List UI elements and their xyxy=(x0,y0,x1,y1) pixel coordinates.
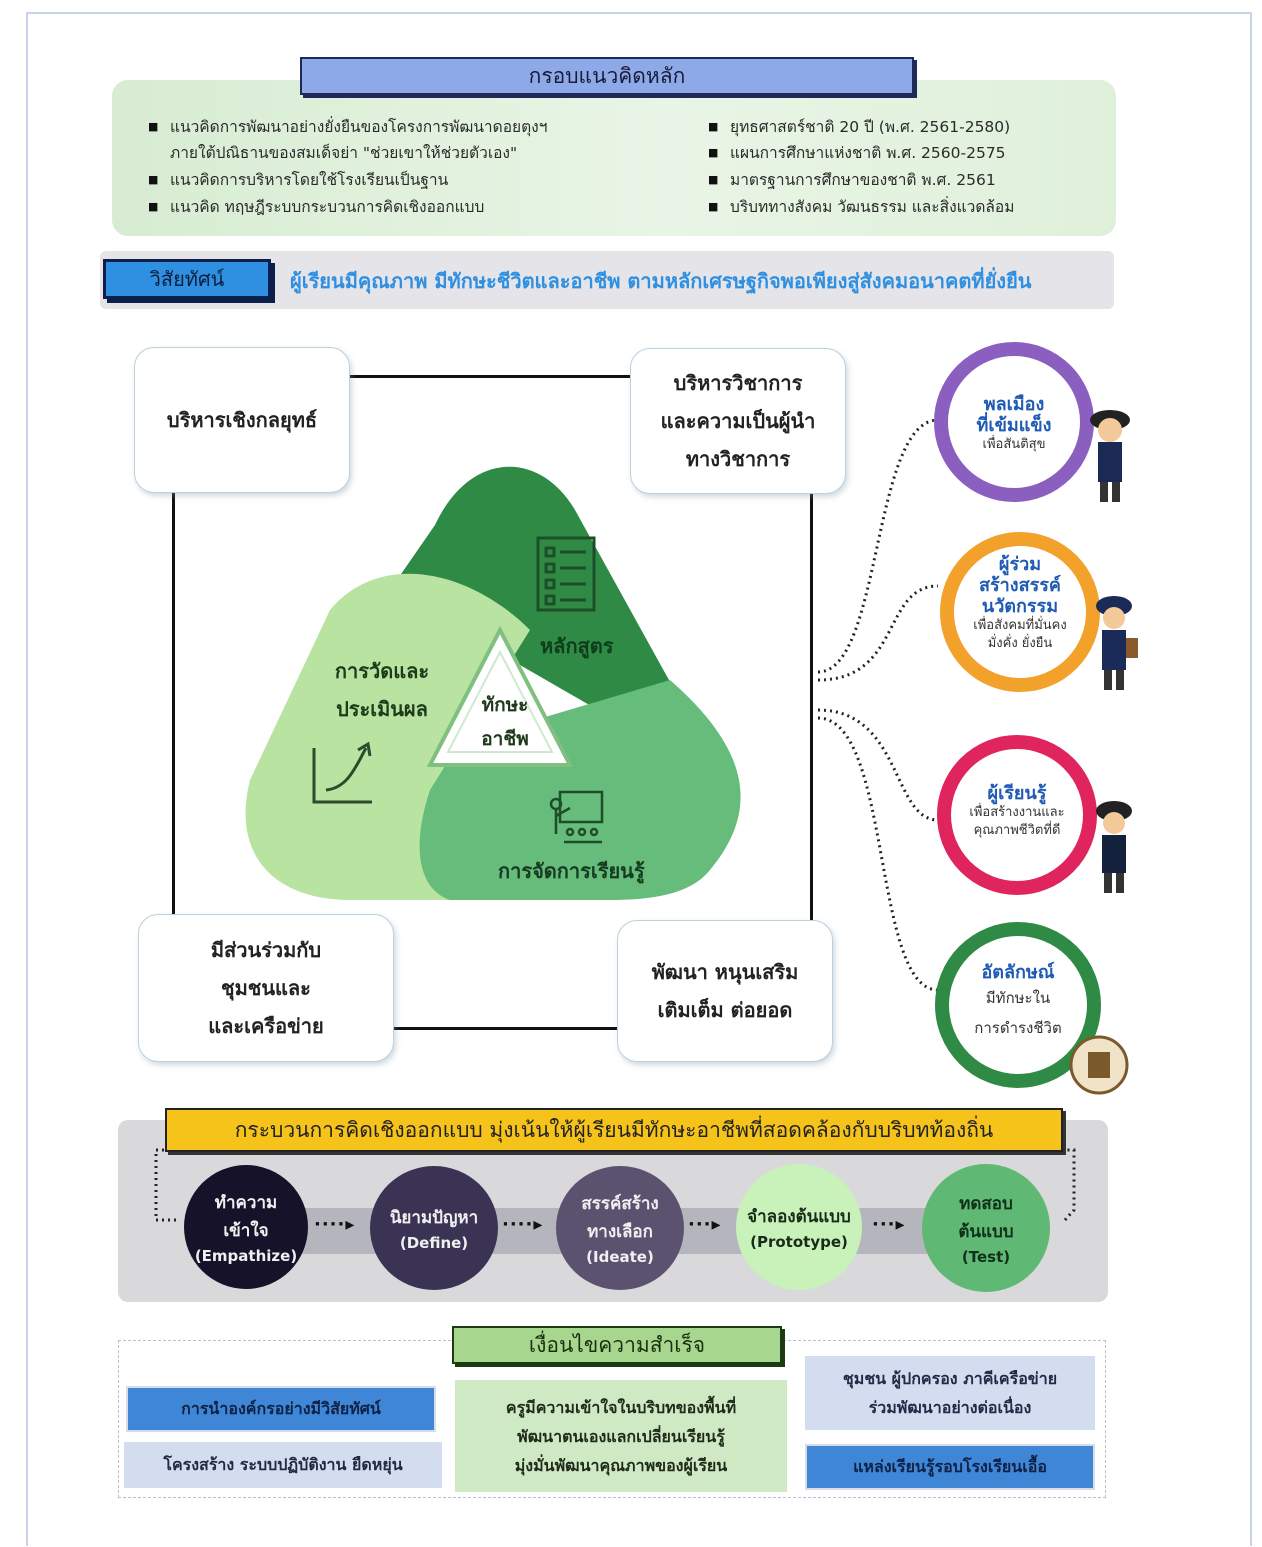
assessment-label: การวัดและ ประเมินผล xyxy=(334,659,430,721)
checklist-icon xyxy=(536,536,596,612)
design-thinking-loop xyxy=(154,1148,1076,1222)
framework-item: ยุทธศาสตร์ชาติ 20 ปี (พ.ศ. 2561-2580) xyxy=(708,114,1010,140)
framework-item: แนวคิดการพัฒนาอย่างยั่งยืนของโครงการพัฒน… xyxy=(148,114,547,140)
outcome-innovator-title: ผู้ร่วม สร้างสรรค์ นวัตกรรม xyxy=(979,554,1061,617)
step-ideate-th: สรรค์สร้าง ทางเลือก xyxy=(581,1194,659,1242)
outcome-learner-sub: เพื่อสร้างงานและ คุณภาพชีวิตที่ดี xyxy=(969,805,1065,838)
growth-chart-icon xyxy=(312,741,372,804)
step-define-en: (Define) xyxy=(399,1234,469,1252)
framework-item-continued: ภายใต้ปณิธานของสมเด็จย่า "ช่วยเขาให้ช่วย… xyxy=(170,144,518,162)
arrow-2-icon: ····▸ xyxy=(502,1214,544,1235)
vision-label: วิสัยทัศน์ xyxy=(103,259,271,299)
step-prototype-en: (Prototype) xyxy=(750,1233,848,1251)
step-test-th: ทดสอบ ต้นแบบ xyxy=(958,1194,1014,1242)
success-community: ชุมชน ผู้ปกครอง ภาคีเครือข่าย ร่วมพัฒนาอ… xyxy=(805,1356,1095,1430)
framework-item: แนวคิดการบริหารโดยใช้โรงเรียนเป็นฐาน xyxy=(148,167,448,193)
teacher-icon xyxy=(549,790,604,844)
community-participation-label: มีส่วนร่วมกับ ชุมชนและ และเครือข่าย xyxy=(208,938,324,1038)
center-label: ทักษะ อาชีพ xyxy=(481,694,529,750)
academic-management-box: บริหารวิชาการ และความเป็นผู้นำ ทางวิชากา… xyxy=(630,348,846,494)
step-ideate-en: (Ideate) xyxy=(586,1248,654,1266)
square-line-bottom xyxy=(172,1027,813,1030)
square-line-right xyxy=(810,375,813,1030)
outcome-identity-title: อัตลักษณ์ xyxy=(981,962,1055,983)
outcome-identity-sub: มีทักษะใน การดำรงชีวิต xyxy=(974,989,1062,1037)
arrow-3-icon: ···▸ xyxy=(688,1214,722,1235)
school-seal-icon xyxy=(1069,1035,1129,1095)
hilltribe-figure-icon xyxy=(1096,596,1138,690)
framework-item: แนวคิด ทฤษฎีระบบกระบวนการคิดเชิงออกแบบ xyxy=(148,194,484,220)
arrow-4-icon: ···▸ xyxy=(872,1214,906,1235)
strategic-management-box: บริหารเชิงกลยุทธ์ xyxy=(134,347,350,493)
page-frame xyxy=(26,12,1252,1546)
community-participation-box: มีส่วนร่วมกับ ชุมชนและ และเครือข่าย xyxy=(138,914,394,1062)
strategic-management-label: บริหารเชิงกลยุทธ์ xyxy=(166,408,318,432)
outcome-learner-title: ผู้เรียนรู้ xyxy=(987,783,1047,804)
student-figure-icon xyxy=(1090,410,1130,502)
success-teacher: ครูมีความเข้าใจในบริบทของพื้นที่ พัฒนาตน… xyxy=(455,1380,787,1492)
develop-support-label: พัฒนา หนุนเสริม เติมเต็ม ต่อยอด xyxy=(651,960,799,1022)
step-empathize-en: (Empathize) xyxy=(194,1247,298,1265)
step-prototype-th: จำลองต้นแบบ xyxy=(747,1207,851,1227)
square-line-left xyxy=(172,375,175,1030)
framework-title: กรอบแนวคิดหลัก xyxy=(300,57,914,95)
success-title: เงื่อนไขความสำเร็จ xyxy=(452,1326,782,1364)
arrow-1-icon: ····▸ xyxy=(314,1214,356,1235)
core-triangle xyxy=(245,466,741,900)
step-empathize-th: ทำความ เข้าใจ xyxy=(214,1193,278,1241)
outcome-connectors xyxy=(817,418,939,992)
learning-segment xyxy=(383,680,741,900)
step-ideate: สรรค์สร้าง ทางเลือก (Ideate) xyxy=(556,1166,684,1290)
outcome-innovator-sub: เพื่อสังคมที่มั่นคง มั่งคั่ง ยั่งยืน xyxy=(973,618,1067,651)
framework-item: แผนการศึกษาแห่งชาติ พ.ศ. 2560-2575 xyxy=(708,140,1006,166)
step-test-en: (Test) xyxy=(961,1248,1011,1266)
step-prototype: จำลองต้นแบบ (Prototype) xyxy=(736,1164,862,1290)
step-test: ทดสอบ ต้นแบบ (Test) xyxy=(922,1164,1050,1292)
success-structure: โครงสร้าง ระบบปฏิบัติงาน ยืดหยุ่น xyxy=(124,1442,442,1488)
framework-item: บริบททางสังคม วัฒนธรรม และสิ่งแวดล้อม xyxy=(708,194,1014,220)
outcome-innovator-circle: ผู้ร่วม สร้างสรรค์ นวัตกรรม เพื่อสังคมที… xyxy=(940,532,1100,692)
develop-support-box: พัฒนา หนุนเสริม เติมเต็ม ต่อยอด xyxy=(617,920,833,1062)
square-line-top xyxy=(172,375,813,378)
success-learning-resources: แหล่งเรียนรู้รอบโรงเรียนเอื้อ xyxy=(805,1444,1095,1490)
success-leadership: การนำองค์กรอย่างมีวิสัยทัศน์ xyxy=(126,1386,436,1432)
assessment-segment xyxy=(245,573,530,900)
learning-label: การจัดการเรียนรู้ xyxy=(498,859,645,883)
outcome-learner-circle: ผู้เรียนรู้ เพื่อสร้างงานและ คุณภาพชีวิต… xyxy=(937,735,1097,895)
framework-item: มาตรฐานการศึกษาของชาติ พ.ศ. 2561 xyxy=(708,167,996,193)
step-define-th: นิยามปัญหา xyxy=(389,1208,479,1228)
boy-figure-icon xyxy=(1096,801,1132,893)
academic-management-label: บริหารวิชาการ และความเป็นผู้นำ ทางวิชากา… xyxy=(660,371,816,471)
step-empathize: ทำความ เข้าใจ (Empathize) xyxy=(184,1165,308,1289)
curriculum-label: หลักสูตร xyxy=(540,634,614,658)
outcome-citizen-circle: พลเมือง ที่เข้มแข็ง เพื่อสันติสุข xyxy=(934,342,1094,502)
outcome-citizen-title: พลเมือง ที่เข้มแข็ง xyxy=(976,394,1052,436)
step-define: นิยามปัญหา (Define) xyxy=(370,1166,498,1290)
outcome-citizen-sub: เพื่อสันติสุข xyxy=(982,437,1046,452)
vision-text: ผู้เรียนมีคุณภาพ มีทักษะชีวิตและอาชีพ ตา… xyxy=(290,269,1032,293)
design-thinking-title: กระบวนการคิดเชิงออกแบบ มุ่งเน้นให้ผู้เรี… xyxy=(165,1108,1063,1152)
